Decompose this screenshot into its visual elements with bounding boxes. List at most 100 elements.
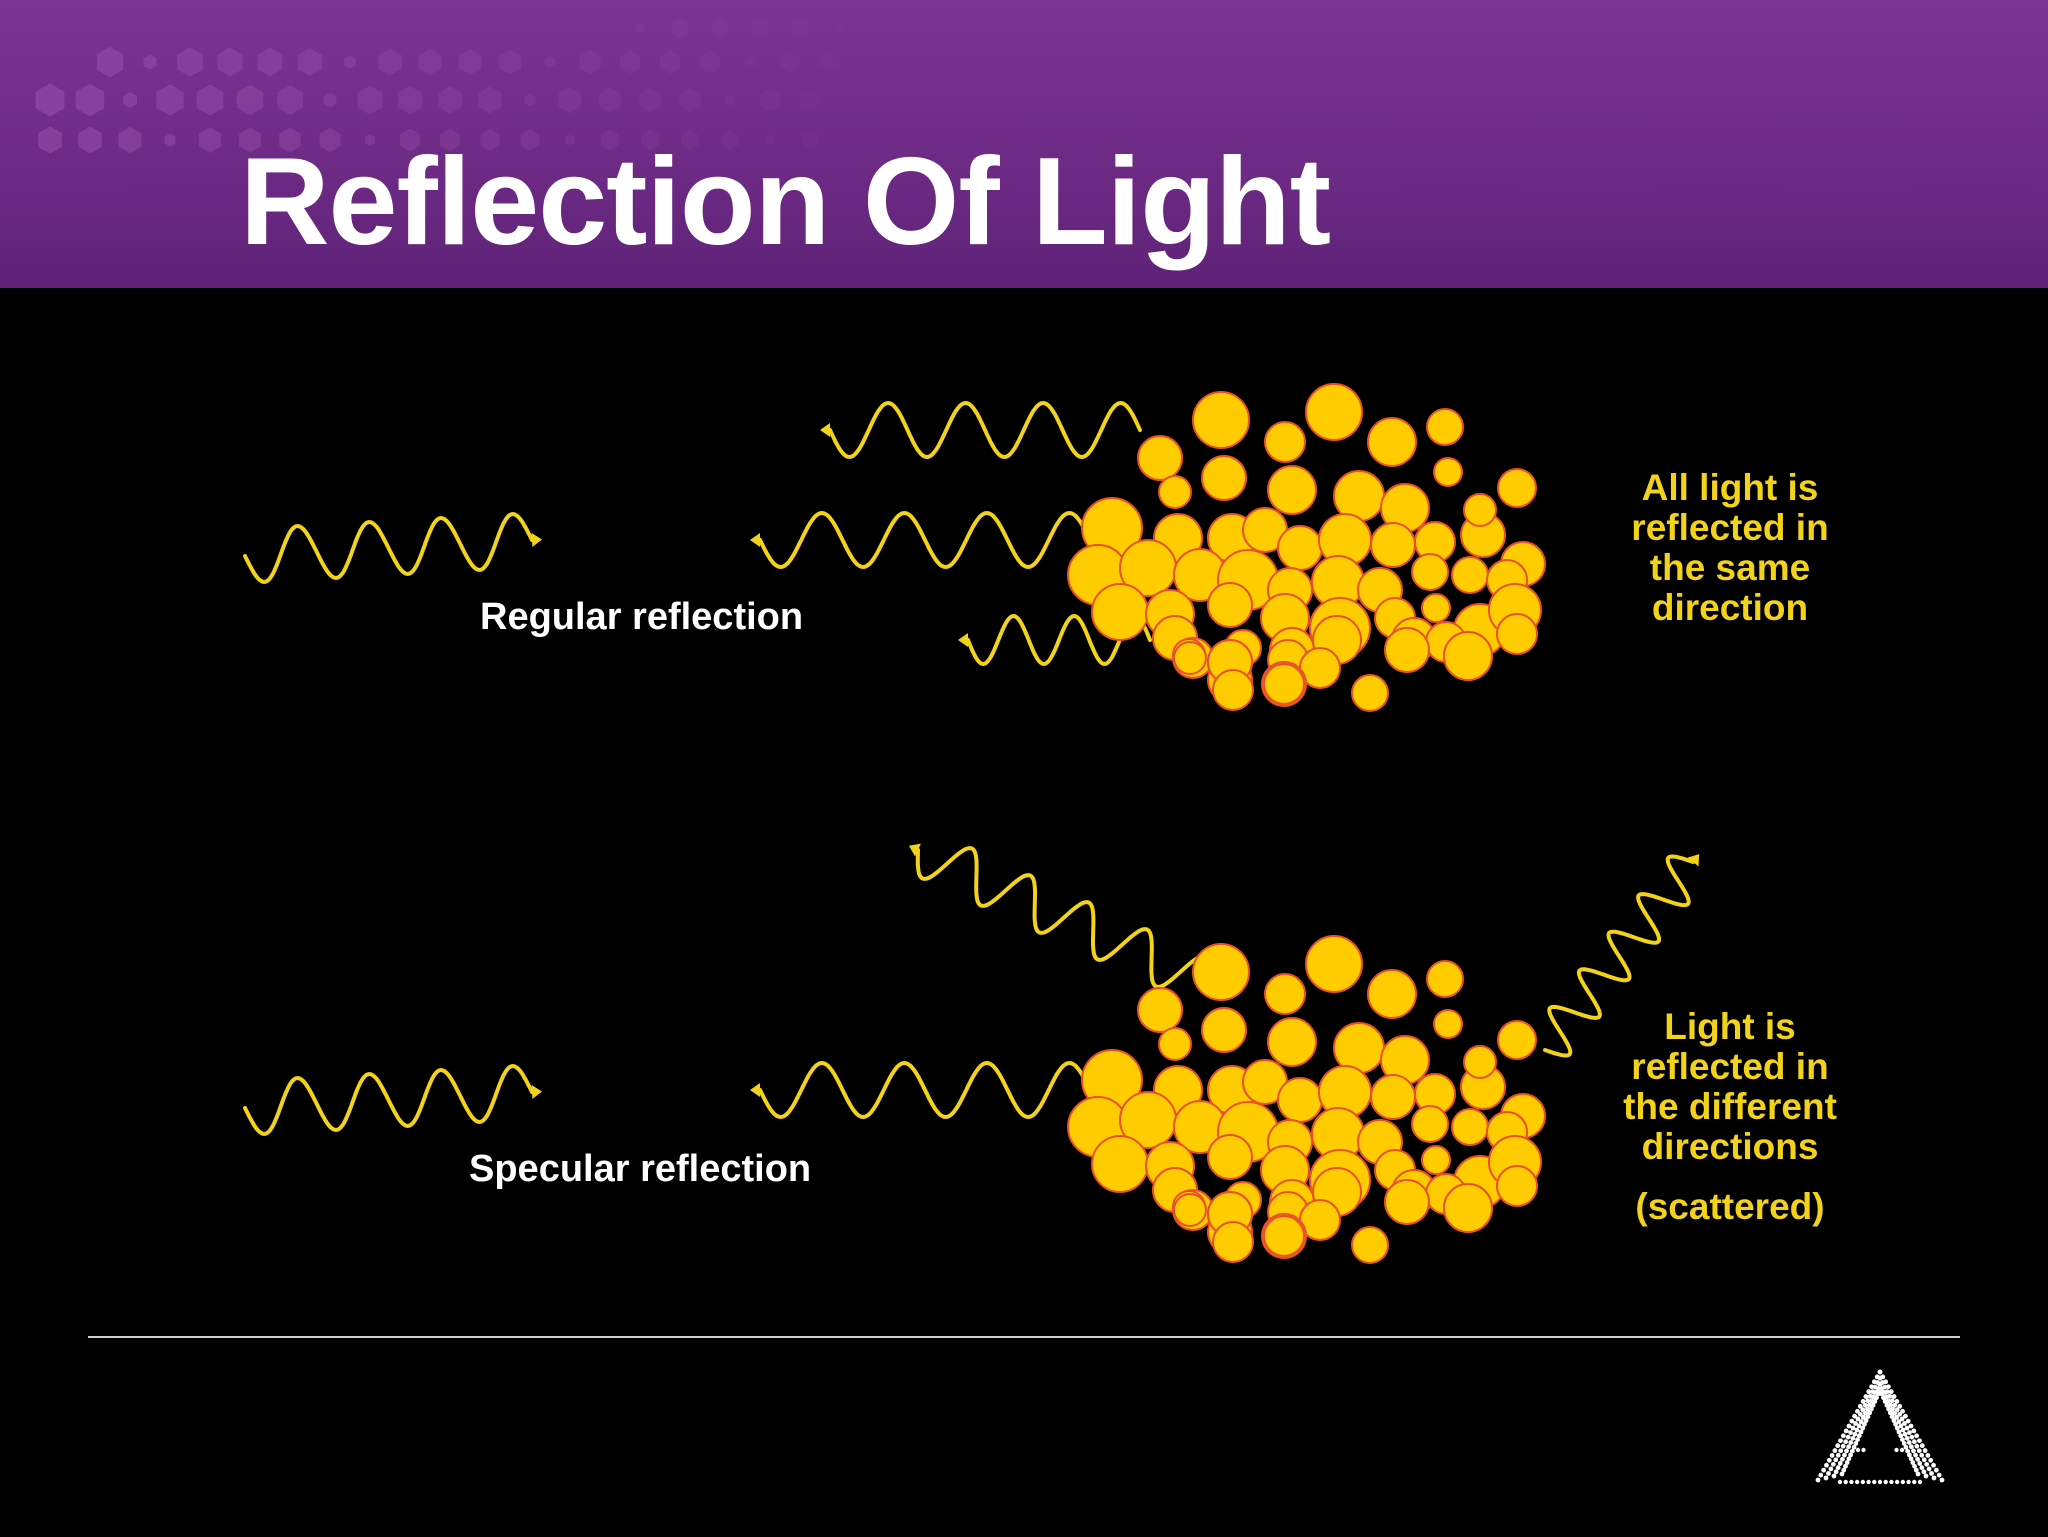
logo-dot	[1837, 1479, 1843, 1485]
logo-dot	[1936, 1472, 1942, 1478]
hexagon-cell	[458, 49, 482, 75]
hexagon-cell	[836, 23, 844, 33]
particle	[1370, 1074, 1416, 1120]
logo-dot	[1857, 1403, 1863, 1409]
hexagon-cell	[712, 18, 728, 38]
wave-arrowhead	[908, 843, 921, 857]
hexagon-cell	[599, 87, 621, 113]
hexagon-cell	[239, 127, 261, 153]
logo-dot	[1846, 1423, 1852, 1429]
light-wave	[1543, 854, 1695, 1058]
logo-dot	[1863, 1418, 1869, 1423]
particle-cluster	[1067, 383, 1546, 712]
particle	[1207, 1134, 1253, 1180]
logo-dot	[1849, 1448, 1855, 1454]
logo-dot	[1906, 1479, 1911, 1485]
hexagon-cell	[524, 93, 536, 107]
logo-center	[1864, 1420, 1896, 1454]
note-line: directions	[1641, 1126, 1819, 1167]
logo-dot	[1933, 1467, 1939, 1473]
particle	[1411, 553, 1449, 591]
particle	[1443, 631, 1493, 681]
hexagon-cell	[164, 133, 176, 147]
particle	[1411, 1105, 1449, 1143]
hexagon-cell	[760, 88, 780, 112]
logo-dot	[1910, 1460, 1916, 1465]
logo-dot	[1815, 1477, 1821, 1483]
logo-dot	[1896, 1419, 1902, 1425]
logo-dot	[1872, 1479, 1877, 1485]
logo-dot	[1833, 1469, 1839, 1475]
logo-dot	[1848, 1452, 1854, 1458]
particle	[1421, 1145, 1451, 1175]
hexagon-cell	[440, 128, 460, 152]
hexagon-cell	[78, 126, 102, 154]
logo-dot	[1860, 1425, 1866, 1431]
hexagon-cell	[499, 49, 521, 75]
particle	[1091, 1135, 1149, 1193]
logo-dot	[1925, 1453, 1931, 1458]
logo-dot	[1853, 1441, 1859, 1446]
logo-dot	[1890, 1406, 1895, 1412]
particle	[1497, 468, 1537, 508]
particle	[1277, 525, 1323, 571]
particle	[1384, 627, 1430, 673]
particle	[1212, 1221, 1254, 1263]
logo-dot	[1907, 1430, 1912, 1435]
logo-dot	[1842, 1452, 1847, 1458]
logo-dot	[1900, 1479, 1906, 1485]
logo-dot	[1867, 1393, 1873, 1399]
logo-dot	[1894, 1425, 1900, 1431]
hexagon-cell	[96, 46, 124, 78]
logo-dot	[1894, 1479, 1900, 1485]
hexagon-cell	[780, 51, 800, 73]
logo-dot	[1861, 1447, 1866, 1453]
logo-dot	[1826, 1457, 1832, 1463]
hexagon-cell	[558, 87, 582, 113]
logo-dot	[1867, 1402, 1872, 1408]
particle	[1263, 1215, 1305, 1257]
particle	[1267, 465, 1317, 515]
particle	[1263, 663, 1305, 705]
logo-dot	[1840, 1433, 1846, 1439]
logo-dot	[1867, 1410, 1873, 1416]
particle	[1158, 1027, 1192, 1061]
logo-dot	[1909, 1434, 1915, 1440]
logo-dot	[1850, 1425, 1856, 1431]
particle	[1463, 493, 1497, 527]
logo-dot	[1821, 1467, 1827, 1473]
logo-dot	[1855, 1416, 1861, 1422]
particle	[1173, 641, 1207, 675]
hexagon-cell	[820, 51, 840, 73]
logo-dot	[1923, 1473, 1929, 1479]
note-line: direction	[1651, 587, 1809, 628]
particle	[1496, 613, 1538, 655]
logo-dot	[1894, 1415, 1900, 1420]
particle	[1091, 583, 1149, 641]
logo-dot	[1915, 1456, 1921, 1462]
logo-dot	[1908, 1456, 1914, 1462]
particle	[1426, 408, 1464, 446]
logo-dot	[1912, 1479, 1917, 1485]
particle	[1305, 383, 1363, 441]
hexagon-cell	[217, 47, 243, 77]
hexagon-pattern-icon	[35, 18, 844, 154]
logo-dot	[1870, 1402, 1876, 1408]
logo-dot	[1896, 1429, 1902, 1435]
logo-dot	[1889, 1414, 1895, 1420]
hexagon-cell	[579, 49, 601, 75]
logo-dot	[1884, 1402, 1890, 1408]
hexagon-cell	[660, 50, 680, 74]
wave-arrowhead	[1687, 854, 1700, 867]
hexagon-cell	[544, 55, 556, 69]
hexagon-cell	[236, 84, 264, 116]
logo-dot	[1931, 1475, 1937, 1481]
logo-dot	[1849, 1418, 1855, 1424]
logo-dot	[1897, 1411, 1903, 1417]
logo-dot	[1928, 1457, 1934, 1463]
hexagon-cell	[679, 87, 701, 113]
hexagon-cell	[478, 86, 502, 114]
logo-dot	[1901, 1441, 1907, 1446]
title-banner: Reflection Of Light	[0, 0, 2048, 288]
logo-dot	[1846, 1444, 1852, 1450]
